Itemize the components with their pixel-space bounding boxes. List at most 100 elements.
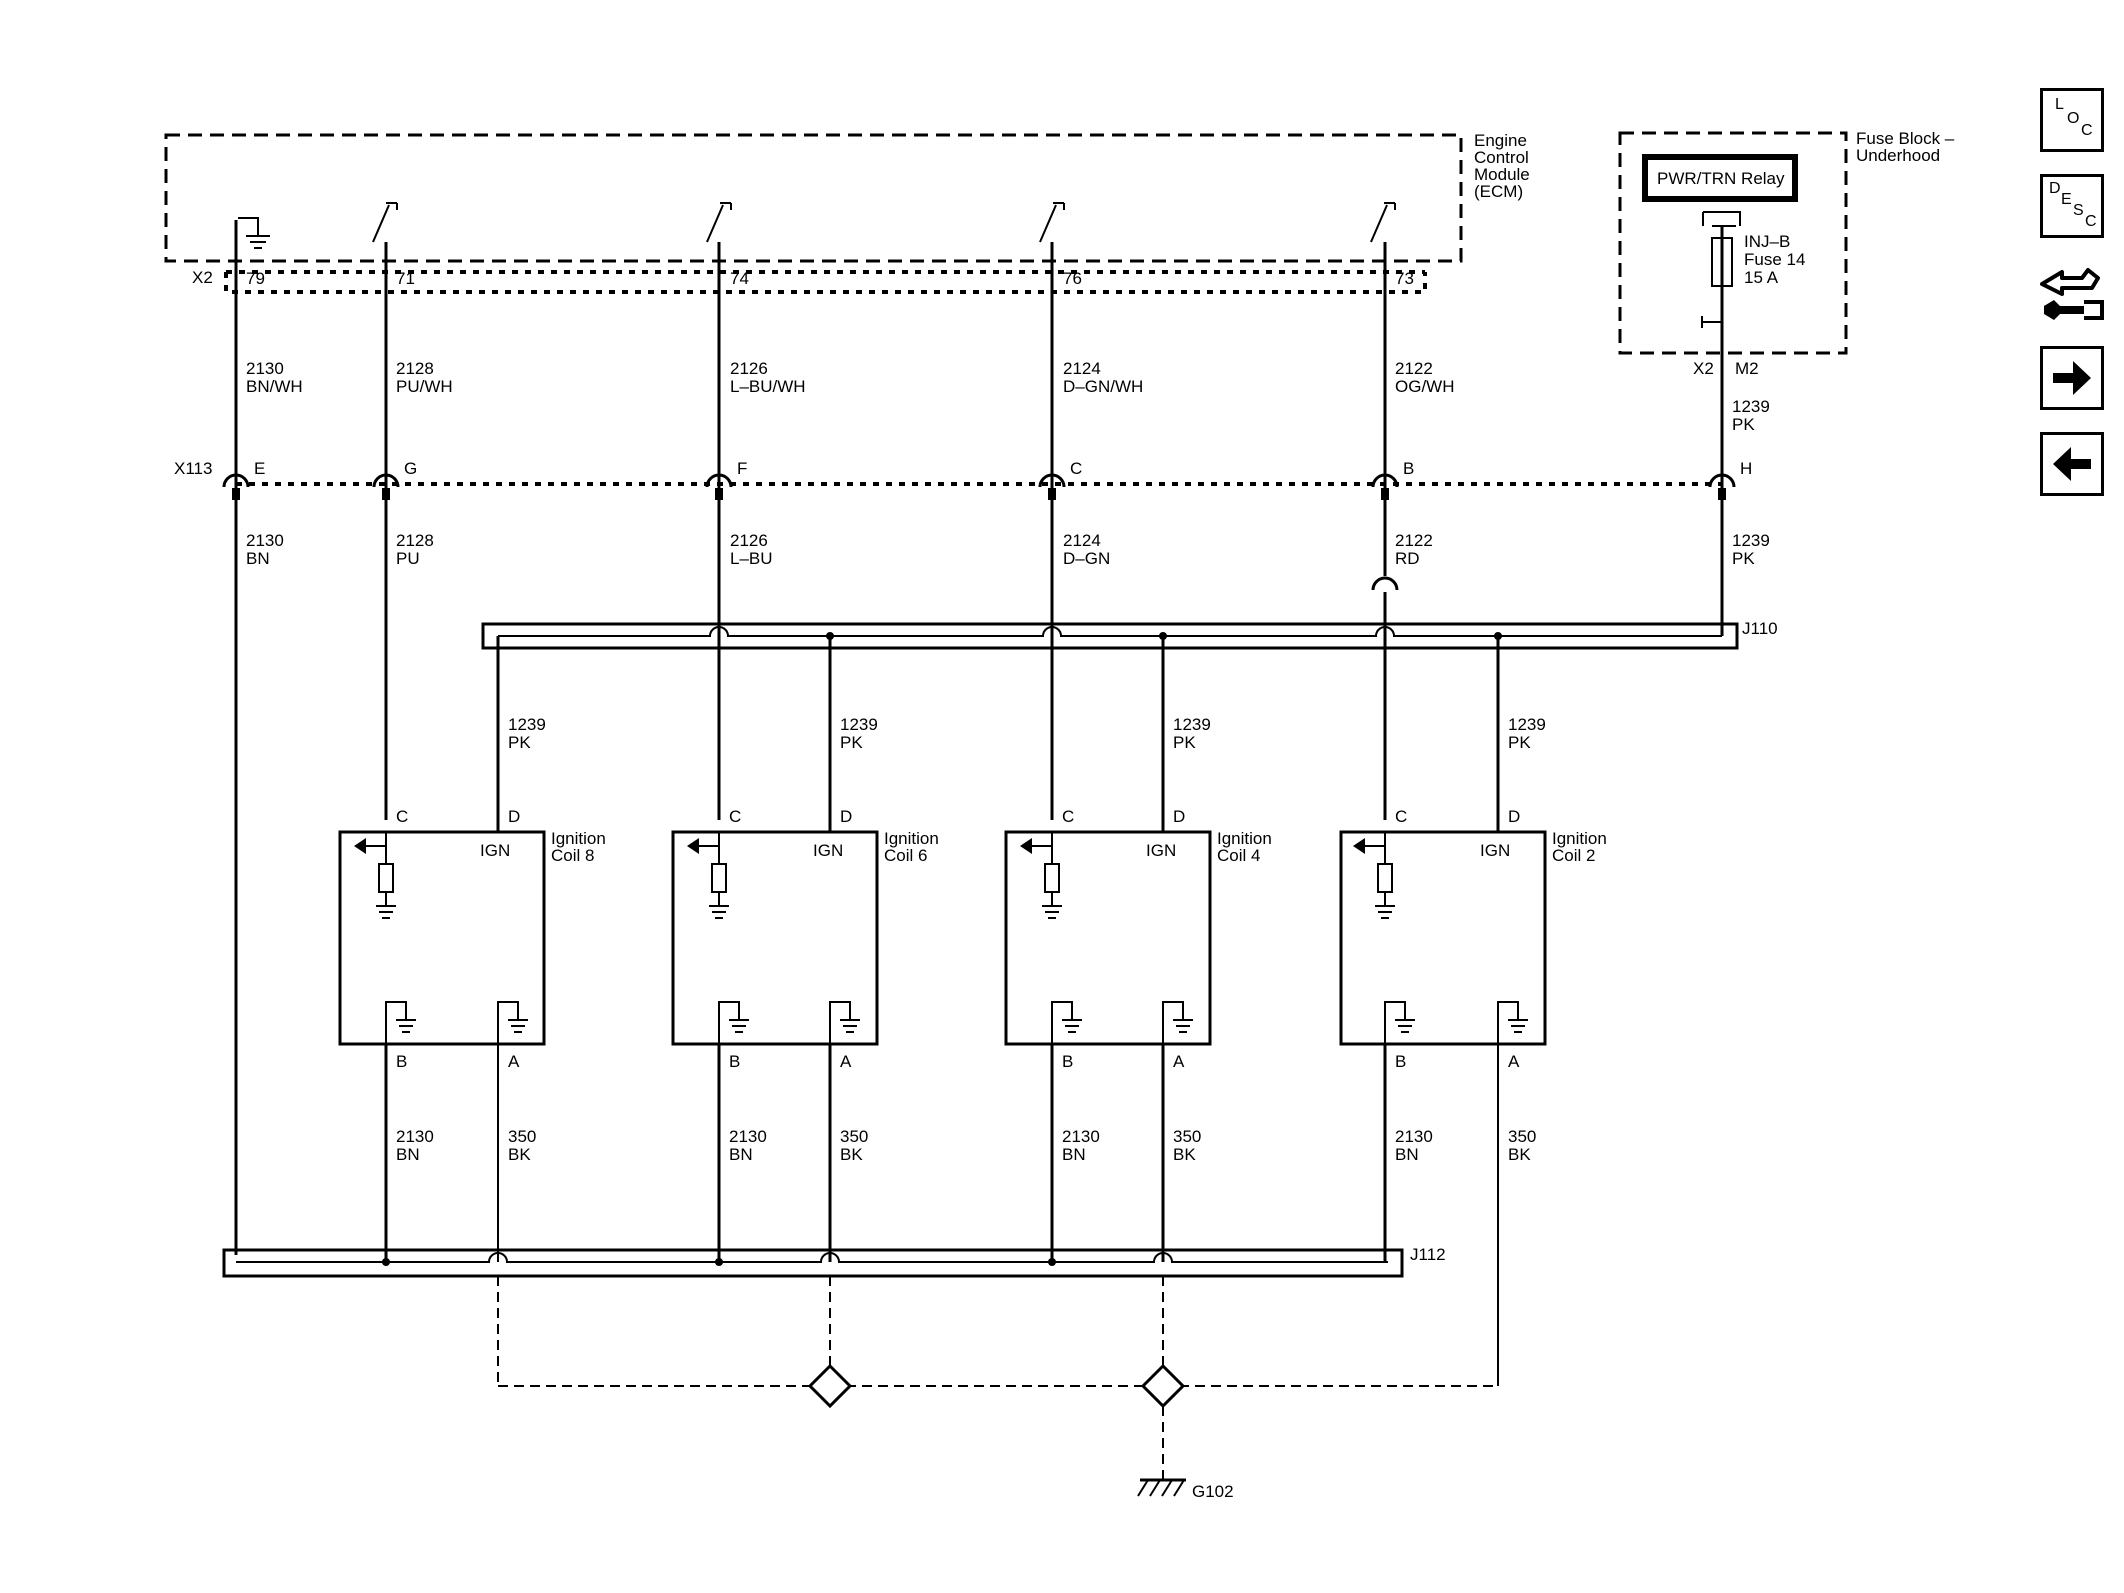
feed-circuit-3: 1239 (1173, 715, 1211, 734)
coil-6-pin-b: B (729, 1052, 740, 1071)
x113-label: X113 (174, 459, 212, 478)
x113-pin-c: C (1070, 459, 1082, 478)
loc-letter-c: C (2081, 122, 2093, 139)
coil-6-ign: IGN (813, 841, 843, 860)
previous-page-button[interactable] (2040, 432, 2104, 496)
coil-8-a-color: BK (508, 1145, 531, 1164)
j110-splice-pack (481, 470, 1739, 650)
location-button[interactable]: L O C (2040, 88, 2104, 152)
lower-wire-color-1: BN (246, 549, 270, 568)
coil-2-ign: IGN (1480, 841, 1510, 860)
lower-wire-circuit-6: 1239 (1732, 531, 1770, 550)
coil-4-name-2: Coil 4 (1217, 846, 1260, 865)
ecm-connector-label: X2 (192, 268, 213, 287)
lower-wire-circuit-4: 2124 (1063, 531, 1101, 550)
arrow-right-icon (2053, 361, 2091, 395)
ecm-driver-switch-icon (372, 202, 1396, 243)
ignition-coil-4 (1004, 830, 1212, 1046)
ground-path (497, 1276, 1499, 1497)
coil-2-a-circuit: 350 (1508, 1127, 1536, 1146)
coil-4-b-color: BN (1062, 1145, 1086, 1164)
chassis-ground-icon (1137, 1478, 1186, 1497)
coil-4-pin-c: C (1062, 807, 1074, 826)
coil-8-b-circuit: 2130 (396, 1127, 434, 1146)
coil-2-a-color: BK (1508, 1145, 1531, 1164)
x113-pin-f: F (737, 459, 747, 478)
feed-circuit-4: 1239 (1508, 715, 1546, 734)
desc-letter-d: D (2049, 180, 2061, 197)
ignition-coil-6 (671, 830, 879, 1046)
coil-8-pin-d: D (508, 807, 520, 826)
coil-2-b-color: BN (1395, 1145, 1419, 1164)
coil-4-pin-b: B (1062, 1052, 1073, 1071)
upper-wire-circuit-4: 2124 (1063, 359, 1101, 378)
upper-wire-color-3: L–BU/WH (730, 377, 806, 396)
x113-pin-b: B (1403, 459, 1414, 478)
loc-letter-l: L (2055, 96, 2064, 113)
coil-6-a-circuit: 350 (840, 1127, 868, 1146)
ecm-pin-76: 76 (1063, 269, 1082, 288)
lower-wire-color-4: D–GN (1063, 549, 1110, 568)
ecm-label-1: Engine (1474, 131, 1527, 150)
next-page-button[interactable] (2040, 346, 2104, 410)
lower-wire-circuit-5: 2122 (1395, 531, 1433, 550)
lower-wire-color-2: PU (396, 549, 420, 568)
fuse-label-3: 15 A (1744, 268, 1779, 287)
coil-ground-wires (384, 1044, 1499, 1386)
upper-wire-circuit-3: 2126 (730, 359, 768, 378)
x113-pin-e: E (254, 459, 265, 478)
upper-wire-color-5: OG/WH (1395, 377, 1455, 396)
ign-feed-wires (496, 636, 1500, 832)
ecm-label-3: Module (1474, 165, 1530, 184)
feed-color-4: PK (1508, 733, 1531, 752)
desc-letter-e: E (2061, 191, 2072, 208)
x113-connector (222, 473, 1736, 500)
loc-letter-o: O (2067, 110, 2080, 127)
lower-wire-color-3: L–BU (730, 549, 773, 568)
upper-wire-circuit-2: 2128 (396, 359, 434, 378)
upper-wire-color-1: BN/WH (246, 377, 303, 396)
feed-circuit-1: 1239 (508, 715, 546, 734)
coil-6-pin-c: C (729, 807, 741, 826)
splice-diamond-icon (1140, 1363, 1186, 1409)
fuse-label-2: Fuse 14 (1744, 250, 1805, 269)
coil-8-pin-a: A (508, 1052, 520, 1071)
coil-8-b-color: BN (396, 1145, 420, 1164)
ecm-pin-79: 79 (246, 269, 265, 288)
ecm-pin-71: 71 (396, 269, 415, 288)
ecm-pin-73: 73 (1395, 269, 1414, 288)
coil-6-name-1: Ignition (884, 829, 939, 848)
fuse-block-label-2: Underhood (1856, 146, 1940, 165)
coil-8-name-2: Coil 8 (551, 846, 594, 865)
upper-wire-color-2: PU/WH (396, 377, 453, 396)
coil-2-pin-b: B (1395, 1052, 1406, 1071)
feed-color-3: PK (1173, 733, 1196, 752)
fuse-label-1: INJ–B (1744, 232, 1790, 251)
lower-wire-circuit-2: 2128 (396, 531, 434, 550)
coil-6-pin-d: D (840, 807, 852, 826)
upper-wire-color-6: PK (1732, 415, 1755, 434)
coil-6-pin-a: A (840, 1052, 852, 1071)
ecm-label-2: Control (1474, 148, 1529, 167)
coil-4-name-1: Ignition (1217, 829, 1272, 848)
coil-6-b-circuit: 2130 (729, 1127, 767, 1146)
feed-circuit-2: 1239 (840, 715, 878, 734)
description-button[interactable]: D E S C (2040, 174, 2104, 238)
lower-wire-circuit-1: 2130 (246, 531, 284, 550)
lower-wire-circuit-3: 2126 (730, 531, 768, 550)
coil-8-pin-b: B (396, 1052, 407, 1071)
splice-diamond-icon (807, 1363, 853, 1409)
j112-splice-pack (222, 1248, 1404, 1278)
fuse-block-connector: X2 (1693, 359, 1714, 378)
schematic-tools-button[interactable] (2036, 262, 2108, 324)
coil-4-a-color: BK (1173, 1145, 1196, 1164)
x113-pin-g: G (404, 459, 417, 478)
desc-letter-c: C (2085, 213, 2097, 230)
upper-wire-color-4: D–GN/WH (1063, 377, 1143, 396)
coil-6-b-color: BN (729, 1145, 753, 1164)
coil-2-name-2: Coil 2 (1552, 846, 1595, 865)
desc-letter-s: S (2073, 202, 2084, 219)
coil-2-b-circuit: 2130 (1395, 1127, 1433, 1146)
relay-label: PWR/TRN Relay (1657, 169, 1785, 188)
